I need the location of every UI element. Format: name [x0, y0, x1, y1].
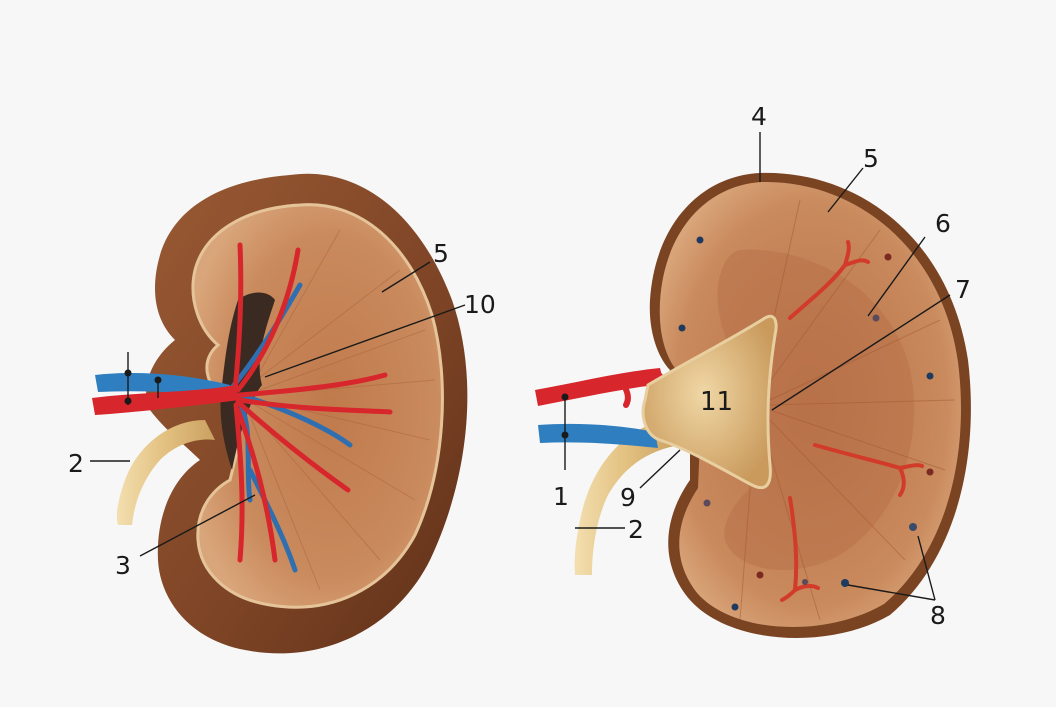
label-right-renal-pelvis: 11 — [700, 387, 733, 417]
label-right-vessels: 1 — [553, 482, 569, 511]
label-right-pelvis-wall: 9 — [620, 483, 636, 512]
label-left-ureter: 2 — [68, 449, 84, 478]
label-right-glomeruli: 8 — [930, 601, 946, 630]
label-left-cortex: 5 — [433, 239, 449, 268]
right-kidney-renal-vein — [538, 424, 658, 448]
label-right-ureter: 2 — [628, 515, 644, 544]
label-right-medulla: 7 — [955, 275, 971, 304]
label-left-vessels: 3 — [115, 551, 131, 580]
left-artery-dot-2 — [155, 377, 162, 384]
left-kidney — [92, 174, 467, 654]
label-right-medullary-rays: 6 — [935, 209, 951, 238]
right-kidney — [535, 173, 971, 638]
label-right-cortex: 5 — [863, 144, 879, 173]
label-right-capsule: 4 — [751, 102, 767, 131]
label-left-sinus: 10 — [464, 290, 496, 319]
